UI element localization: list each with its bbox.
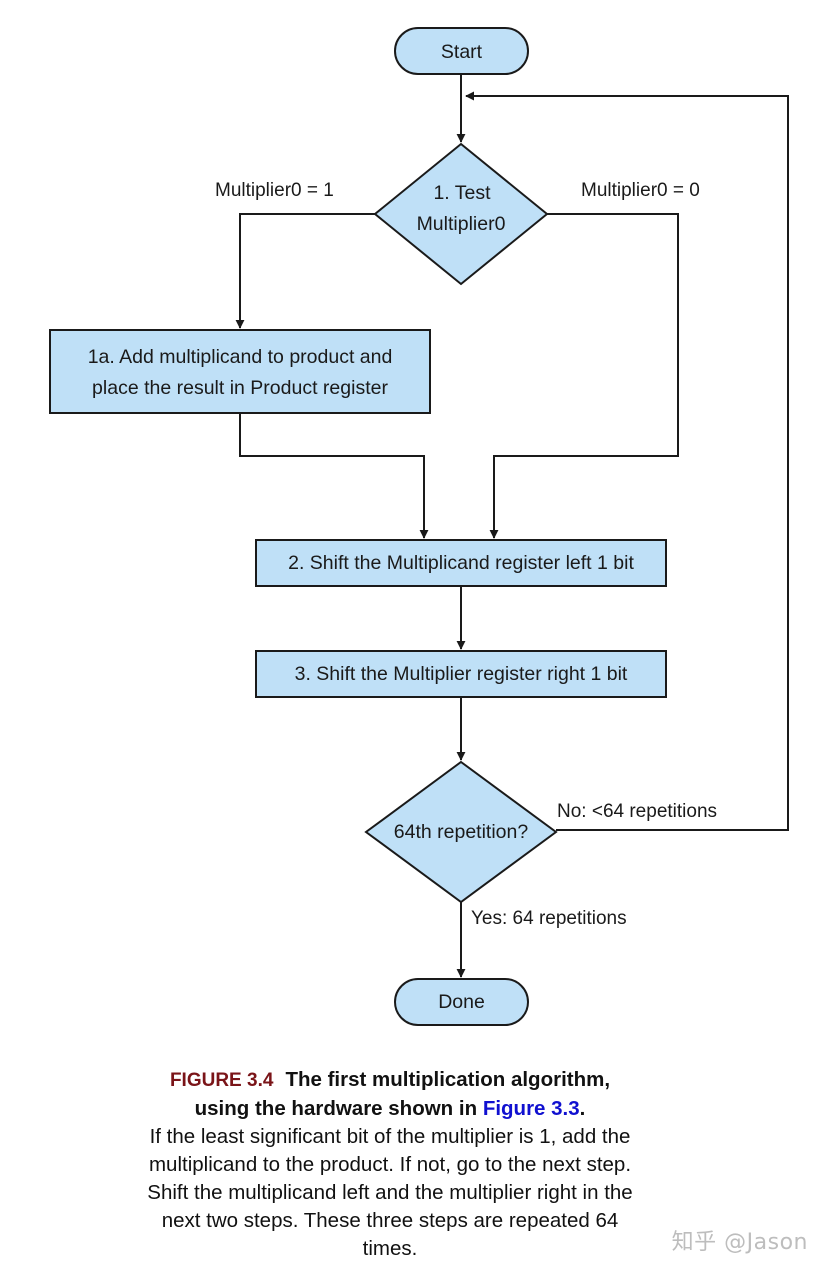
figure-label: FIGURE 3.4 bbox=[169, 1070, 274, 1091]
arrow-1a-to-step2 bbox=[239, 413, 429, 539]
step-2-label: 2. Shift the Multiplicand register left … bbox=[288, 552, 634, 574]
done-label: Done bbox=[438, 991, 485, 1013]
yes-branch-label: Yes: 64 repetitions bbox=[471, 908, 627, 929]
branch-left-label: Multiplier0 = 1 bbox=[215, 180, 334, 201]
decision-test-line1: 1. Test bbox=[433, 182, 491, 204]
decision-repetition-label: 64th repetition? bbox=[394, 821, 529, 843]
decision-test-multiplier0: 1. Test Multiplier0 bbox=[373, 142, 549, 286]
start-label: Start bbox=[441, 41, 483, 63]
step-3-box: 3. Shift the Multiplier register right 1… bbox=[255, 650, 667, 698]
caption-body-line2: multiplicand to the product. If not, go … bbox=[148, 1153, 632, 1176]
figure-caption: FIGURE 3.4 The first multiplication algor… bbox=[60, 1066, 720, 1263]
done-terminal: Done bbox=[394, 978, 529, 1026]
step-1a-line1: 1a. Add multiplicand to product and bbox=[88, 346, 393, 368]
arrow-test-to-1a bbox=[235, 213, 375, 329]
connectors bbox=[235, 74, 789, 978]
caption-body-line3: Shift the multiplicand left and the mult… bbox=[147, 1181, 633, 1204]
step-3-label: 3. Shift the Multiplier register right 1… bbox=[295, 663, 628, 685]
step-2-box: 2. Shift the Multiplicand register left … bbox=[255, 539, 667, 587]
caption-body-line4: next two steps. These three steps are re… bbox=[161, 1209, 619, 1232]
caption-title-part2: using the hardware shown in bbox=[194, 1097, 478, 1120]
step-1a-box: 1a. Add multiplicand to product and plac… bbox=[49, 329, 431, 414]
caption-body-line1: If the least significant bit of the mult… bbox=[149, 1125, 631, 1148]
arrow-loop-back bbox=[465, 91, 789, 831]
flowchart: Start 1. Test Multiplier0 Multiplier0 = … bbox=[49, 27, 789, 1026]
arrow-test-to-step2-right bbox=[489, 213, 679, 539]
caption-title-end: . bbox=[579, 1097, 586, 1120]
decision-repetition: 64th repetition? bbox=[364, 760, 558, 904]
zhihu-watermark: 知乎 @Jason bbox=[671, 1230, 808, 1255]
decision-test-line2: Multiplier0 bbox=[417, 213, 506, 235]
caption-title-line2: using the hardware shown in Figure 3.3. bbox=[60, 1095, 720, 1123]
caption-title-line1: FIGURE 3.4 The first multiplication algor… bbox=[60, 1066, 720, 1095]
start-terminal: Start bbox=[394, 27, 529, 75]
caption-body-line5: times. bbox=[362, 1237, 418, 1260]
figure-3-3-link[interactable]: Figure 3.3 bbox=[482, 1097, 580, 1120]
no-branch-label: No: <64 repetitions bbox=[557, 801, 717, 822]
step-1a-line2: place the result in Product register bbox=[92, 377, 388, 399]
caption-title-part1: The first multiplication algorithm, bbox=[285, 1068, 611, 1091]
branch-right-label: Multiplier0 = 0 bbox=[581, 180, 700, 201]
